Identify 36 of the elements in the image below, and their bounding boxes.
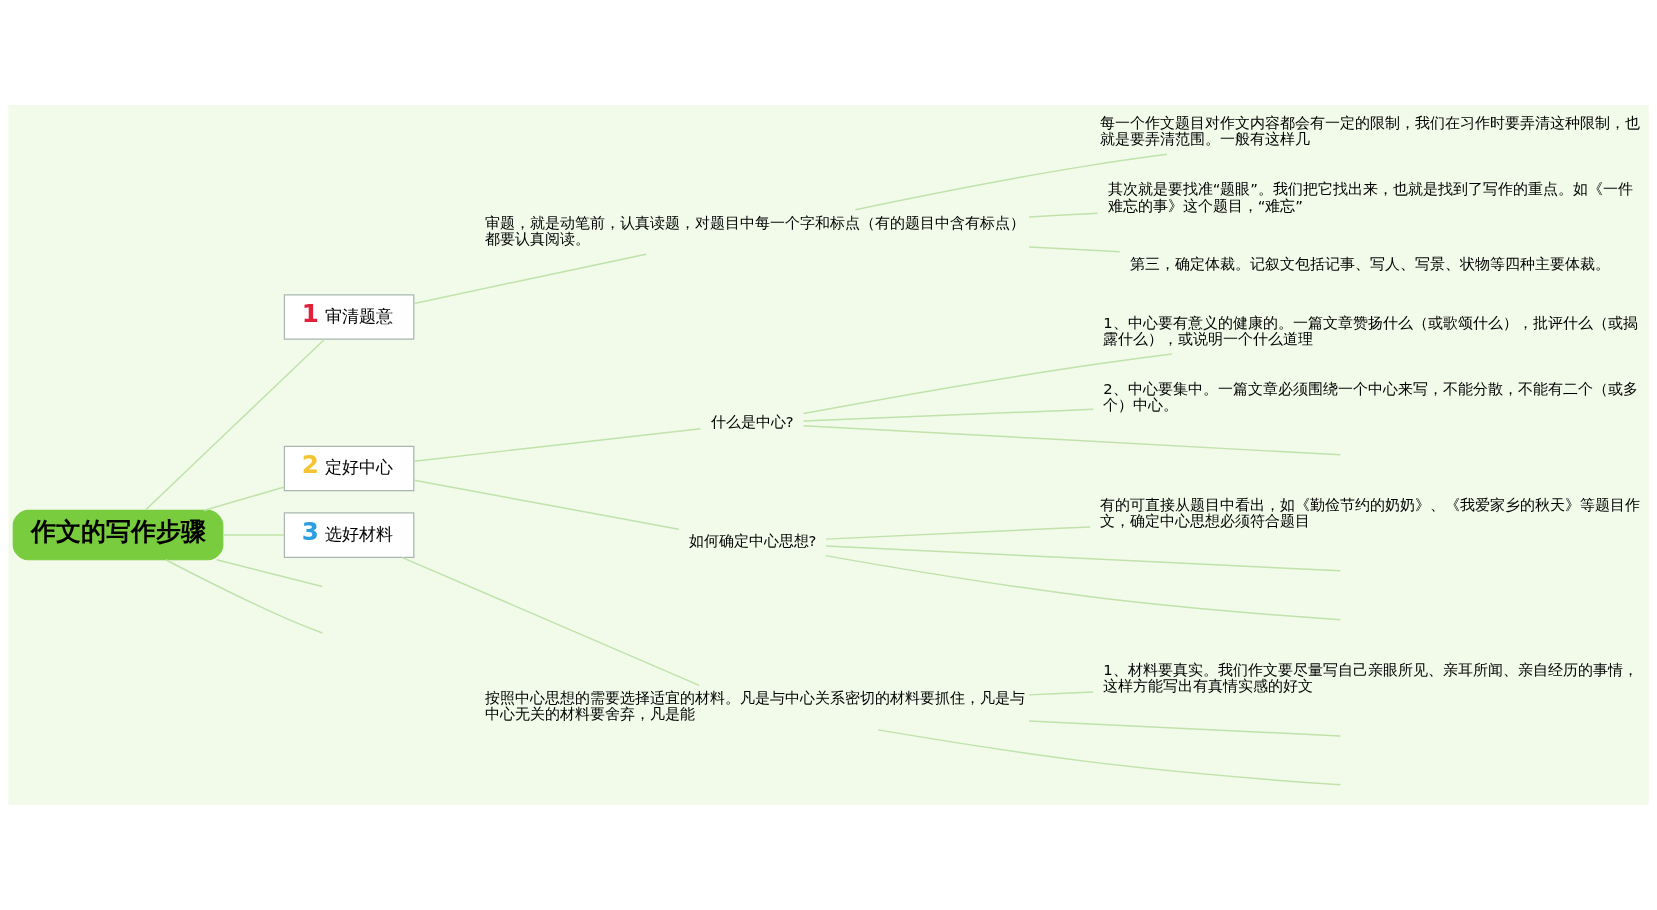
connector <box>413 479 680 530</box>
connector <box>824 554 1342 621</box>
node-box: 1 审清题意 <box>283 294 415 340</box>
connector <box>1028 212 1099 218</box>
connector <box>802 424 1341 456</box>
node-box: 3 选好材料 <box>283 512 415 558</box>
connector <box>215 559 323 588</box>
connector <box>825 526 1091 540</box>
connector <box>825 545 1342 572</box>
node-text: 1、材料要真实。我们作文要尽量写自己亲眼所见、亲耳所闻、亲自经历的事情，这样方能写出有真情实感的好文 <box>1103 661 1638 695</box>
node-text: 其次就是要找准“题眼”。我们把它找出来，也就是找到了写作的重点。如《一件难忘的事》这个题目，“难忘” <box>1107 180 1633 214</box>
node-text: 如何确定中心思想? <box>688 532 817 550</box>
node-text: 第三，确定体裁。记叙文包括记事、写人、写景、状物等四种主要体裁。 <box>1129 255 1610 273</box>
connector <box>802 408 1095 422</box>
node-box: 作文的写作步骤 <box>12 509 224 561</box>
node-text: 审题，就是动笔前，认真读题，对题目中每一个字和标点（有的题目中含有标点）都要认真阅读。 <box>485 213 1026 247</box>
connector <box>144 338 326 511</box>
node-text: 1、中心要有意义的健康的。一篇文章赞扬什么（或歌颂什么），批评什么（或揭露什么），或说明一个什么道理 <box>1103 313 1638 347</box>
connector <box>1028 246 1121 253</box>
connector <box>401 556 700 687</box>
connector <box>1028 691 1094 696</box>
node-text: 什么是中心? <box>710 412 794 430</box>
node-text: 2、中心要集中。一篇文章必须围绕一个中心来写，不能分散，不能有二个（或多个）中心。 <box>1103 380 1638 414</box>
connector <box>1028 720 1342 737</box>
connector <box>164 559 324 634</box>
connector <box>854 153 1168 211</box>
connector <box>413 253 647 305</box>
connector <box>802 353 1173 415</box>
connector <box>203 486 286 512</box>
node-box: 2 定好中心 <box>283 445 415 492</box>
node-text: 按照中心思想的需要选择适宜的材料。凡是与中心关系密切的材料要抓住，凡是与中心无关的材料要舍弃，凡是能 <box>485 689 1026 723</box>
node-text: 有的可直接从题目中看出，如《勤俭节约的奶奶》、《我爱家乡的秋天》等题目作文，确定中心思想必须符合题目 <box>1100 495 1641 529</box>
node-text: 每一个作文题目对作文内容都会有一定的限制，我们在习作时要弄清这种限制，也就是要弄清范围。一般有这样几 <box>1100 113 1641 147</box>
connector <box>222 534 285 536</box>
connector <box>877 729 1342 786</box>
connector <box>413 427 702 463</box>
